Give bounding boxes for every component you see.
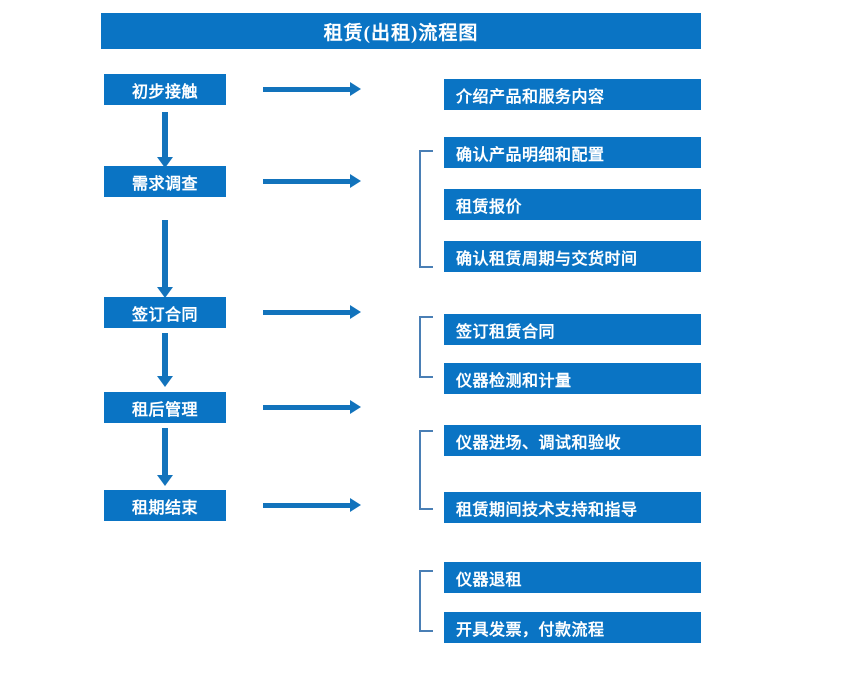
group-bracket-4 <box>419 430 433 510</box>
detail-box-10[interactable]: 开具发票，付款流程 <box>444 612 701 643</box>
horizontal-arrow-2 <box>263 174 361 188</box>
horizontal-arrow-4 <box>263 400 361 414</box>
stage-box-3[interactable]: 签订合同 <box>104 297 226 328</box>
detail-box-6[interactable]: 仪器检测和计量 <box>444 363 701 394</box>
stage-box-5[interactable]: 租期结束 <box>104 490 226 521</box>
group-bracket-5 <box>419 570 433 632</box>
page-title: 租赁(出租)流程图 <box>101 13 701 49</box>
vertical-arrow-4-to-5 <box>157 428 173 486</box>
horizontal-arrow-1 <box>263 82 361 96</box>
stage-box-2[interactable]: 需求调查 <box>104 166 226 197</box>
vertical-arrow-2-to-3 <box>157 220 173 298</box>
stage-box-4[interactable]: 租后管理 <box>104 392 226 423</box>
detail-box-2[interactable]: 确认产品明细和配置 <box>444 137 701 168</box>
vertical-arrow-3-to-4 <box>157 333 173 387</box>
vertical-arrow-1-to-2 <box>157 112 173 168</box>
detail-box-5[interactable]: 签订租赁合同 <box>444 314 701 345</box>
detail-box-7[interactable]: 仪器进场、调试和验收 <box>444 425 701 456</box>
detail-box-1[interactable]: 介绍产品和服务内容 <box>444 79 701 110</box>
detail-box-4[interactable]: 确认租赁周期与交货时间 <box>444 241 701 272</box>
stage-box-1[interactable]: 初步接触 <box>104 74 226 105</box>
horizontal-arrow-5 <box>263 498 361 512</box>
group-bracket-3 <box>419 316 433 378</box>
detail-box-3[interactable]: 租赁报价 <box>444 189 701 220</box>
detail-box-9[interactable]: 仪器退租 <box>444 562 701 593</box>
group-bracket-2 <box>419 150 433 268</box>
horizontal-arrow-3 <box>263 305 361 319</box>
detail-box-8[interactable]: 租赁期间技术支持和指导 <box>444 492 701 523</box>
